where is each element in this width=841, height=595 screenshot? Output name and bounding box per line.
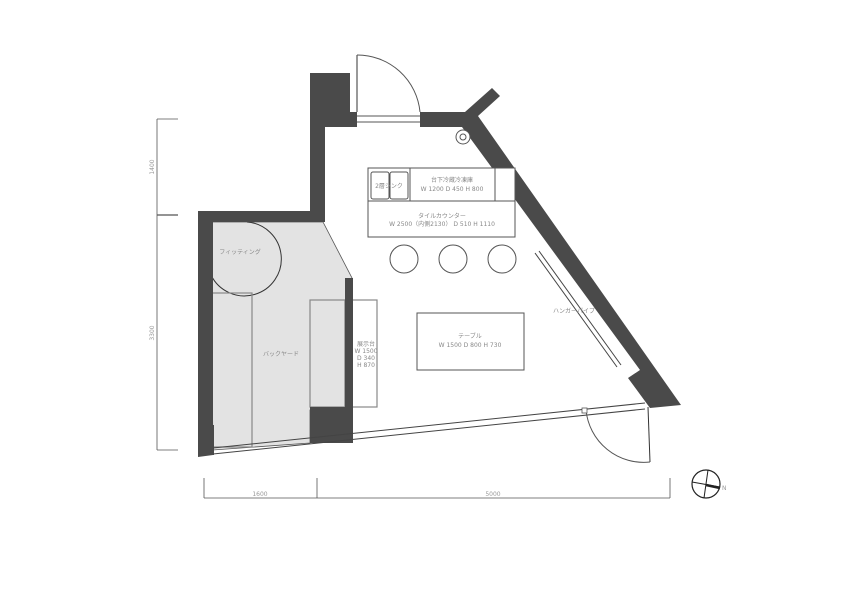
tile-counter	[367, 167, 516, 238]
stool	[389, 244, 419, 274]
backyard-label: バックヤード	[263, 351, 299, 358]
hand-basin	[455, 129, 471, 145]
hanger-label: ハンガーパイプ	[553, 307, 595, 315]
bottom-window	[212, 402, 646, 455]
dim-1600: 1600	[252, 491, 267, 498]
north-arrow-icon	[691, 469, 721, 499]
counter-size: W 2500（内側2130） D 510 H 1110	[389, 220, 495, 228]
fridge-size: W 1200 D 450 H 800	[421, 186, 484, 193]
stool	[438, 244, 468, 274]
sink-label: 2層シンク	[375, 183, 403, 190]
fitting-room-curtain	[210, 221, 282, 297]
sink-left	[370, 171, 390, 200]
side-door	[581, 406, 651, 463]
dim-5000: 5000	[485, 491, 500, 498]
counter-name: タイルカウンター	[418, 212, 466, 220]
table	[416, 312, 525, 371]
stool	[487, 244, 517, 274]
display-d: D 340	[357, 355, 375, 362]
display-w: W 1500	[354, 348, 377, 355]
hanger-pipe	[534, 250, 622, 368]
sink-right	[389, 171, 409, 200]
fridge-name: 台下冷蔵冷凍庫	[431, 176, 473, 184]
display-h: H 870	[357, 362, 375, 369]
walls	[198, 73, 681, 457]
table-size: W 1500 D 800 H 730	[439, 342, 502, 349]
entrance-door	[356, 54, 421, 123]
dim-3300: 3300	[149, 325, 156, 340]
table-name: テーブル	[458, 332, 482, 340]
display-name: 展示台	[357, 340, 375, 348]
fitting-label: フィッティング	[219, 248, 261, 256]
north-label: N	[722, 485, 727, 492]
dimension-left	[156, 118, 178, 451]
dim-1400: 1400	[149, 159, 156, 174]
dimension-bottom	[203, 478, 671, 499]
